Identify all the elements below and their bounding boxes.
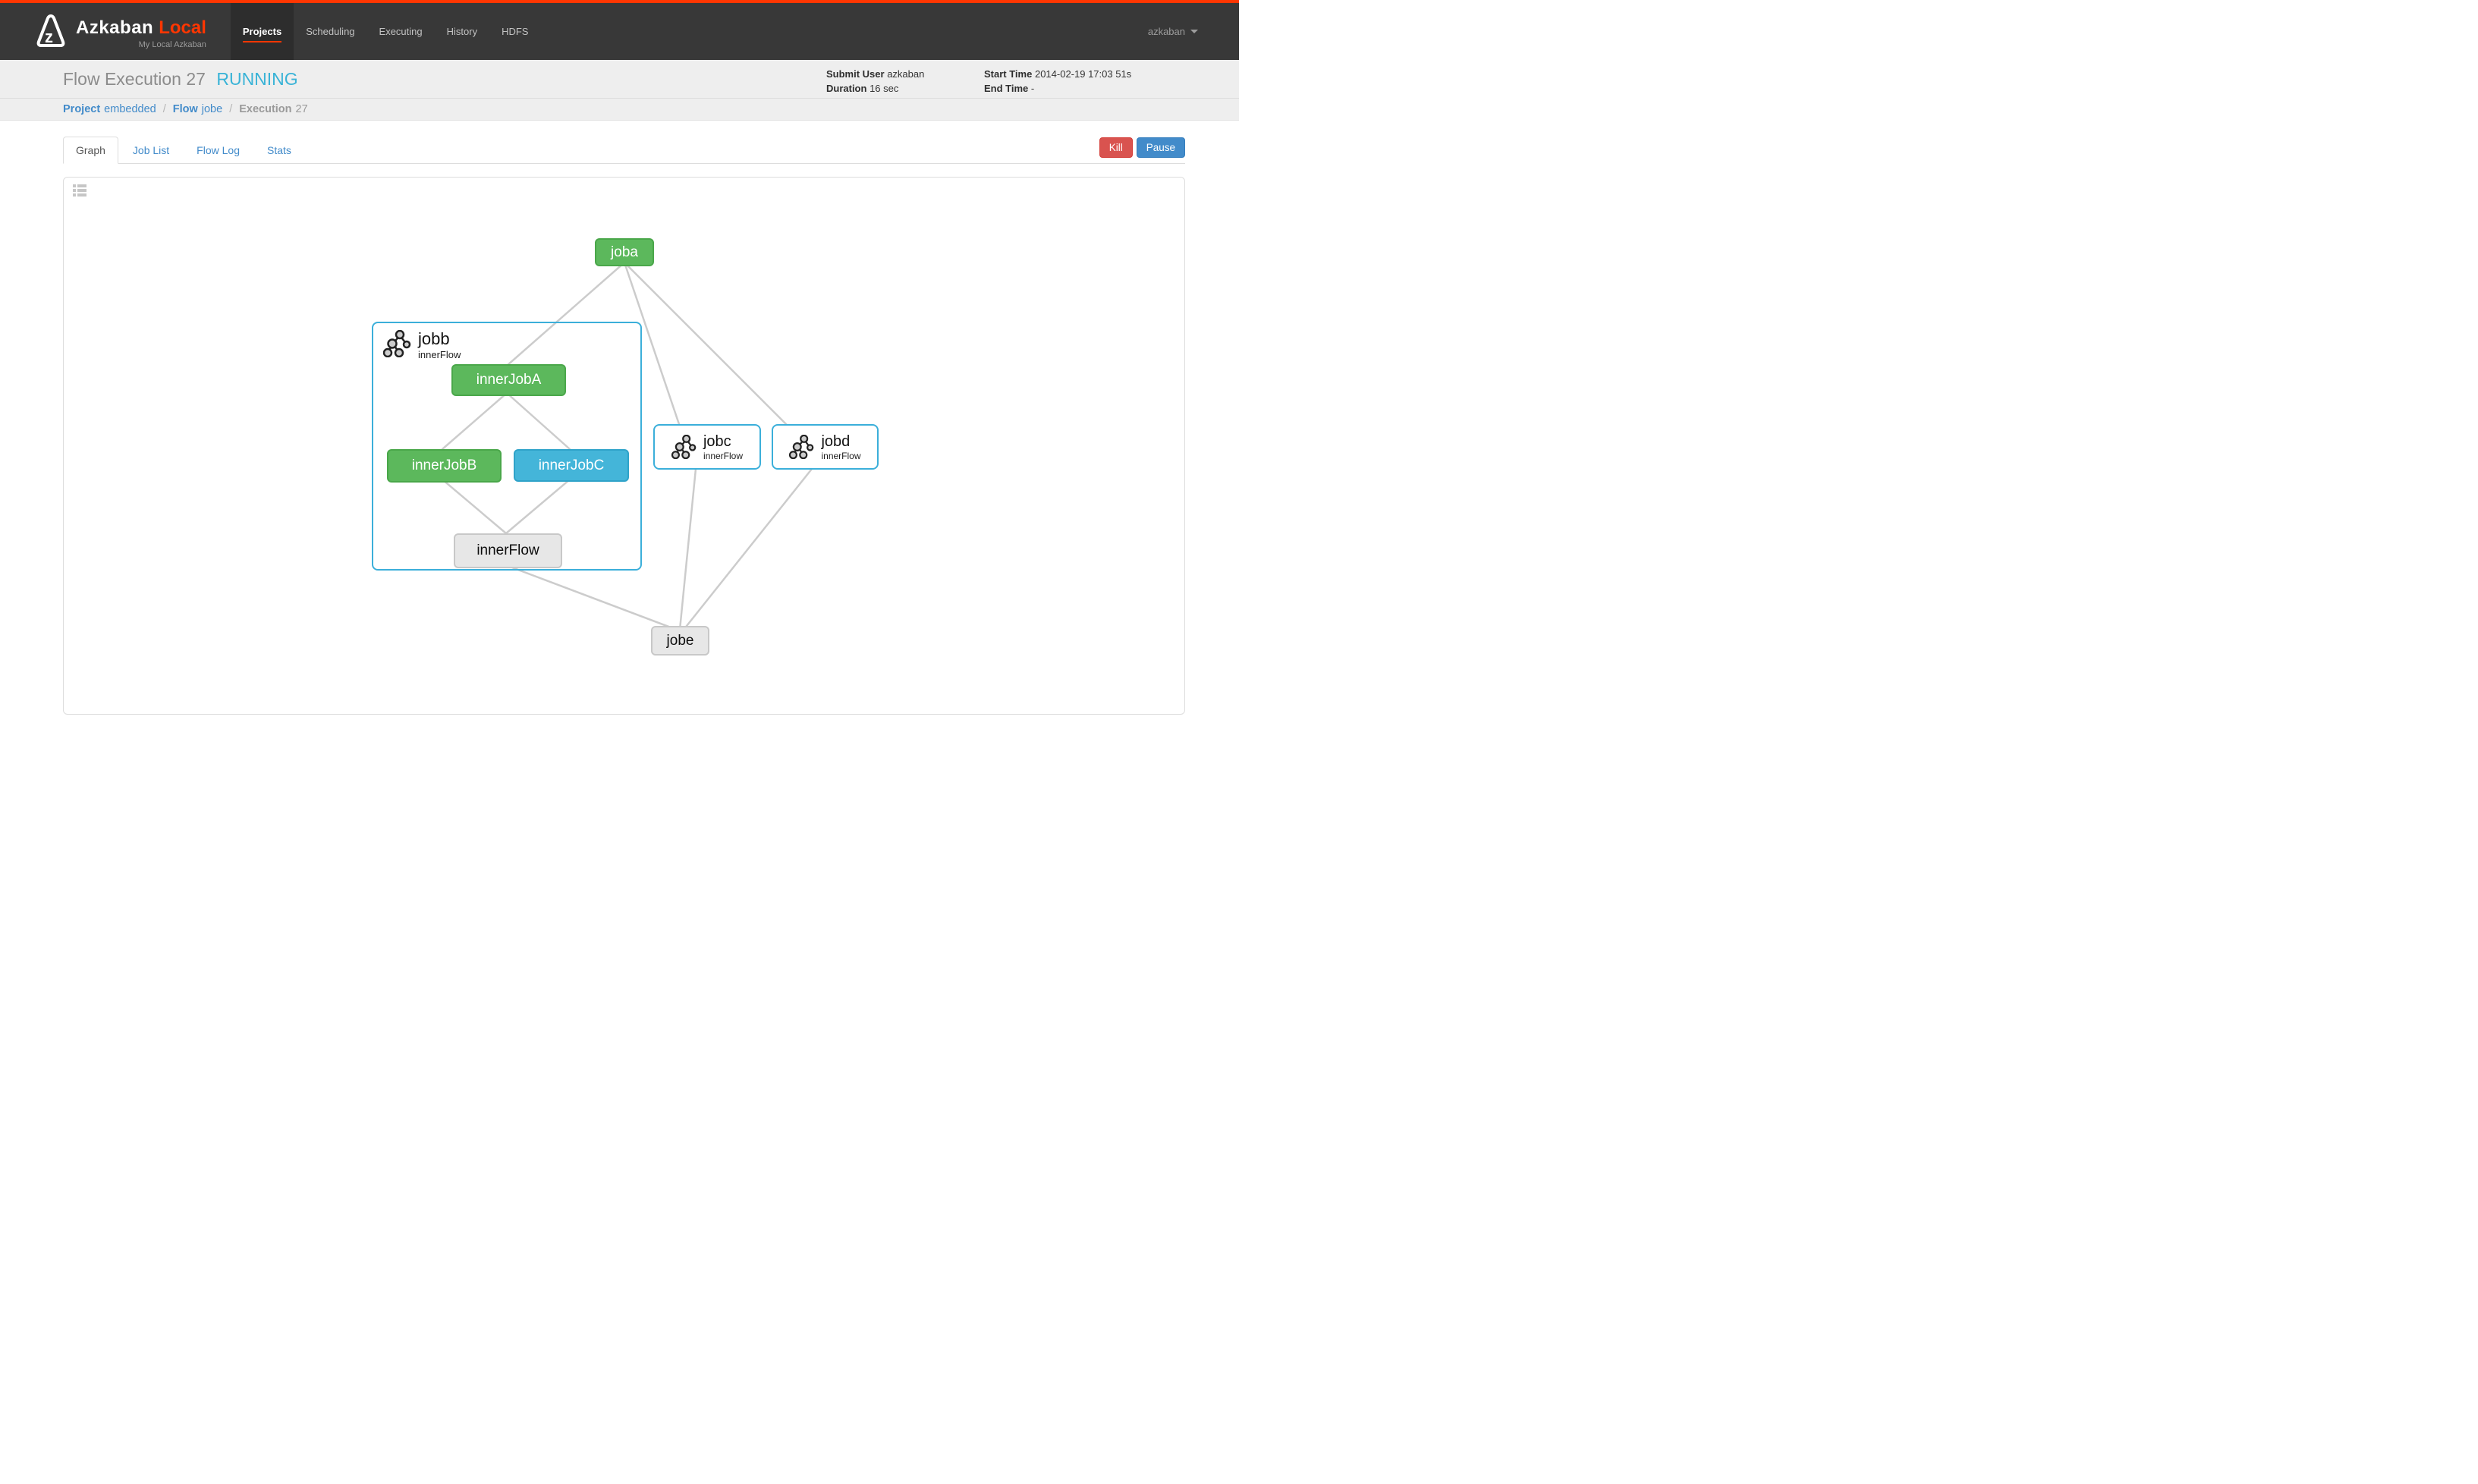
pause-button[interactable]: Pause [1136,137,1185,158]
flow-node-title: jobc [703,432,731,450]
graph-edges [441,261,813,631]
graph-flow-node-jobc[interactable]: jobc innerFlow [653,424,761,470]
tab-bar: Graph Job List Flow Log Stats Kill Pause [63,137,1185,164]
brand-accent: Local [159,17,206,38]
tab-graph[interactable]: Graph [63,137,118,164]
flow-node-title: jobd [821,432,851,450]
end-time-value: - [1030,83,1035,94]
graph-flow-node-jobd[interactable]: jobd innerFlow [772,424,879,470]
tab-flow-log[interactable]: Flow Log [197,144,240,156]
tab-stats[interactable]: Stats [266,144,291,156]
exec-info-left: Submit User azkaban Duration 16 sec [826,68,925,94]
svg-text:z: z [45,27,53,46]
graph-node-innerFlow[interactable]: innerFlow [454,533,562,568]
nav-item-hdfs[interactable]: HDFS [502,26,529,37]
flow-tree-icon [789,435,814,459]
flow-box-title: jobb [418,329,450,348]
caret-down-icon [1190,30,1198,33]
nav-item-projects[interactable]: Projects [230,3,294,60]
flow-node-subtitle: innerFlow [821,450,861,461]
job-list-toggle-icon[interactable] [73,184,86,198]
status-badge: RUNNING [216,69,298,89]
top-accent-bar [0,0,1239,3]
flow-box-header-jobb[interactable]: jobb innerFlow [383,330,461,360]
start-time-value: 2014-02-19 17:03 51s [1034,68,1132,80]
flow-tree-icon [383,330,411,357]
nav-item-executing[interactable]: Executing [379,26,423,37]
graph-flow-box-jobb[interactable]: jobb innerFlow innerJobA innerJobB inner… [372,322,642,571]
user-name: azkaban [1147,26,1185,37]
graph-node-innerJobA[interactable]: innerJobA [451,364,566,396]
breadcrumb-separator: / [229,103,233,115]
flow-node-subtitle: innerFlow [703,450,744,461]
flow-actions: Kill Pause [1099,137,1185,158]
nav-menu: Projects Scheduling Executing History HD… [230,3,541,60]
tabs: Graph Job List Flow Log Stats [63,137,306,164]
graph-node-joba[interactable]: joba [595,238,654,266]
page-title: Flow Execution 27 RUNNING [63,69,298,89]
nav-item-scheduling[interactable]: Scheduling [306,26,355,37]
nav-item-history[interactable]: History [446,26,478,37]
flow-graph-panel: joba jobb innerFlow [63,177,1185,715]
exec-info-right: Start Time 2014-02-19 17:03 51s End Time… [984,68,1132,94]
azkaban-logo-icon: z [36,14,65,47]
kill-button[interactable]: Kill [1099,137,1133,158]
brand-subtitle: My Local Azkaban [138,39,206,49]
flow-box-subtitle: innerFlow [418,349,461,360]
execution-id: 27 [186,69,206,89]
submit-user-value: azkaban [887,68,925,80]
brand-name: Azkaban [76,17,154,38]
page-header: Flow Execution 27 RUNNING Submit User az… [0,60,1239,99]
graph-node-innerJobC[interactable]: innerJobC [514,449,629,482]
duration-value: 16 sec [870,83,899,94]
graph-node-innerJobB[interactable]: innerJobB [387,449,502,483]
flow-tree-icon [671,435,697,459]
user-menu[interactable]: azkaban [1148,3,1198,60]
graph-node-jobe[interactable]: jobe [651,626,709,656]
tab-job-list[interactable]: Job List [132,144,170,156]
breadcrumb-separator: / [162,103,166,115]
